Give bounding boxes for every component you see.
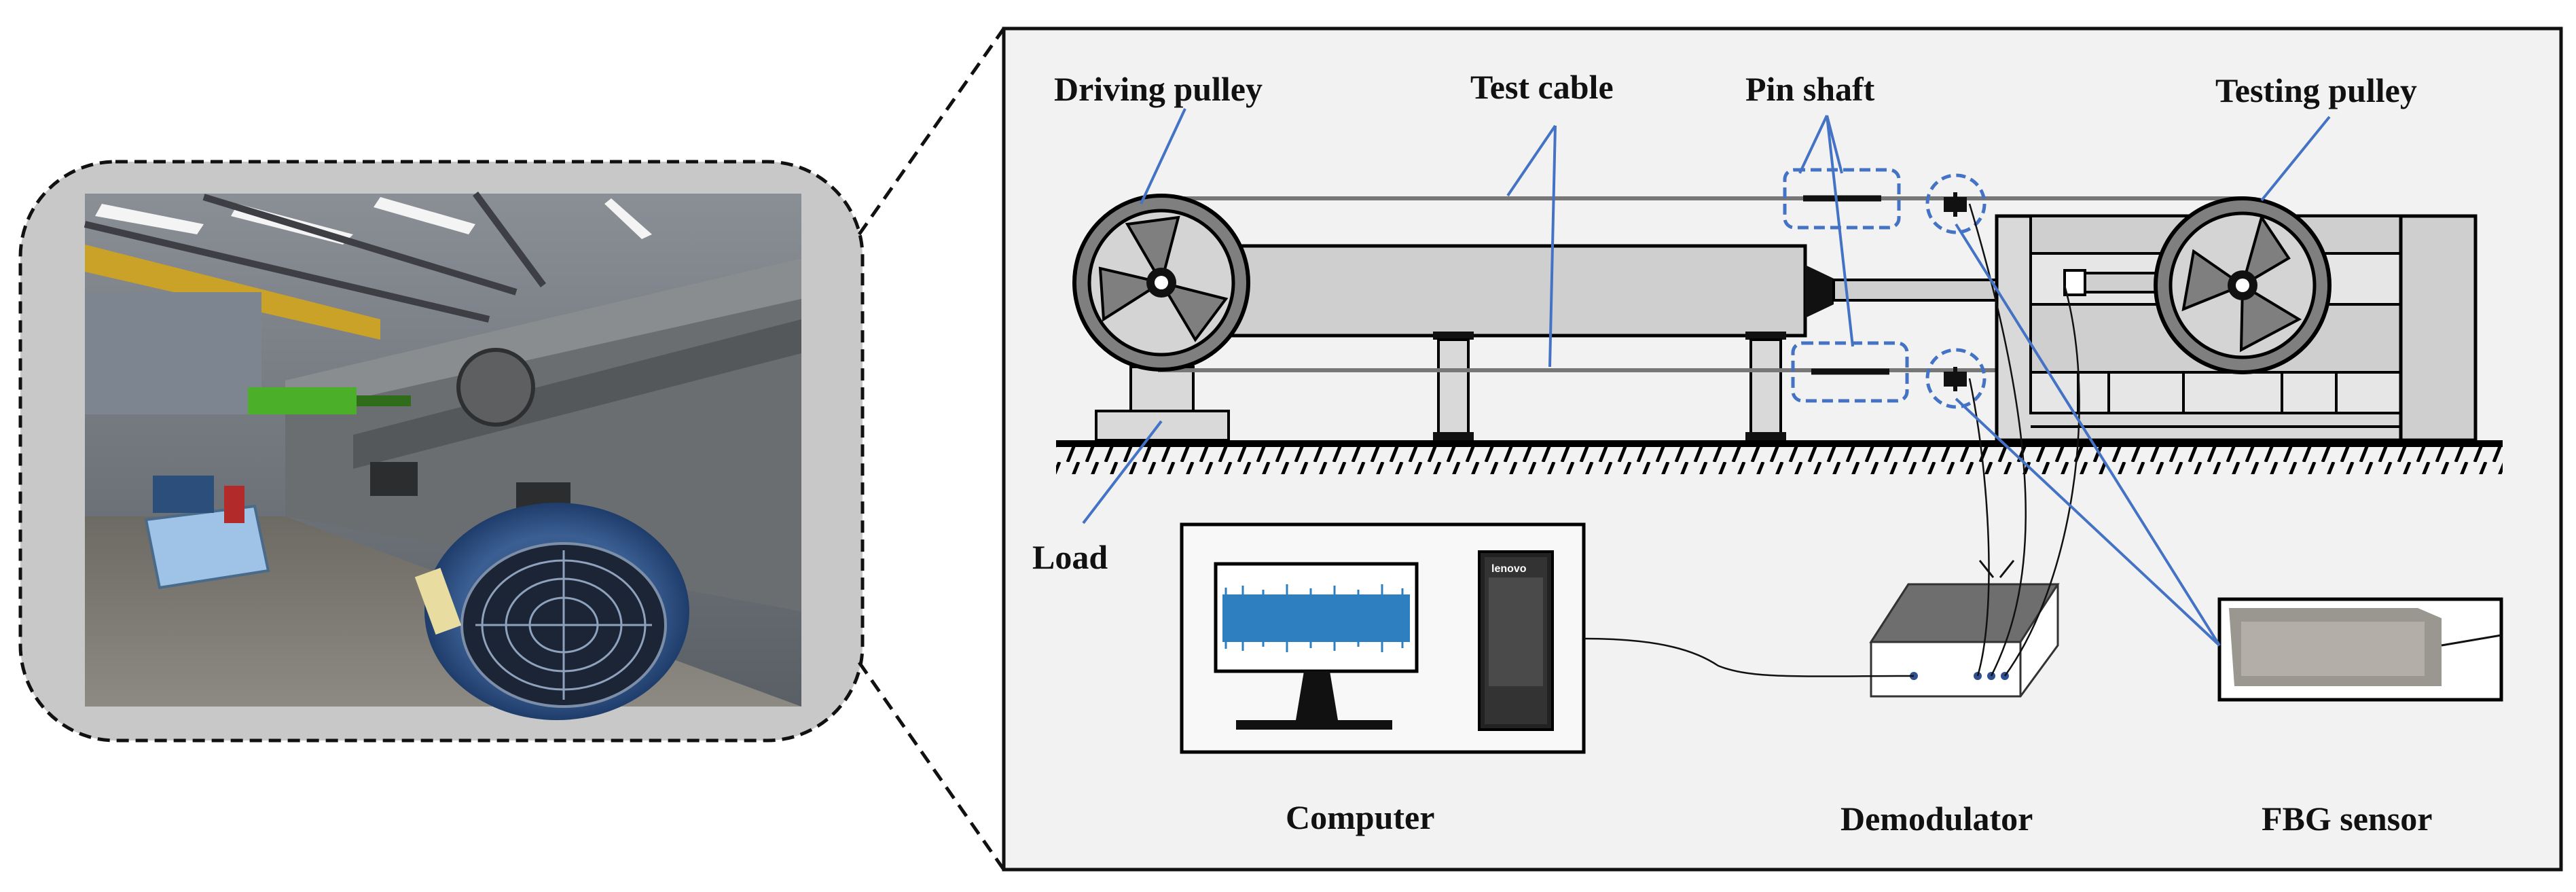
- pin-shaft-lower: [1791, 341, 1909, 403]
- actuator-nose: [1805, 265, 1834, 318]
- testing-pulley: [2154, 196, 2332, 374]
- support-pillar-2: [1745, 332, 1786, 442]
- fbg-sensor-box: [2217, 597, 2503, 702]
- label-testing-pulley: Testing pulley: [2215, 71, 2417, 109]
- leader-lines: [1082, 108, 2331, 647]
- ground-line: [1056, 440, 2503, 447]
- support-pillar-1: [1433, 332, 1474, 442]
- label-fbg-sensor: FBG sensor: [2262, 800, 2432, 838]
- label-driving-pulley: Driving pulley: [1054, 70, 1263, 108]
- fbg-marker-lower: [1925, 348, 1987, 409]
- label-demodulator: Demodulator: [1840, 800, 2033, 838]
- label-test-cable: Test cable: [1470, 68, 1614, 106]
- connector-bottom: [857, 661, 1006, 871]
- pin-shaft-upper: [1783, 168, 1901, 230]
- computer-brand: lenovo: [1491, 563, 1527, 575]
- connector-top: [857, 27, 1006, 236]
- fbg-marker-upper: [1925, 173, 1987, 234]
- lab-photo: [84, 192, 801, 720]
- label-computer: Computer: [1286, 798, 1434, 836]
- driving-pulley: [1072, 194, 1250, 372]
- label-load: Load: [1032, 538, 1108, 576]
- label-pin-shaft: Pin shaft: [1745, 70, 1875, 108]
- schematic-panel: lenovo: [1002, 26, 2563, 872]
- ground-hatch: [1056, 447, 2503, 474]
- computer: lenovo: [1180, 522, 1586, 754]
- photo-inset: [18, 160, 865, 743]
